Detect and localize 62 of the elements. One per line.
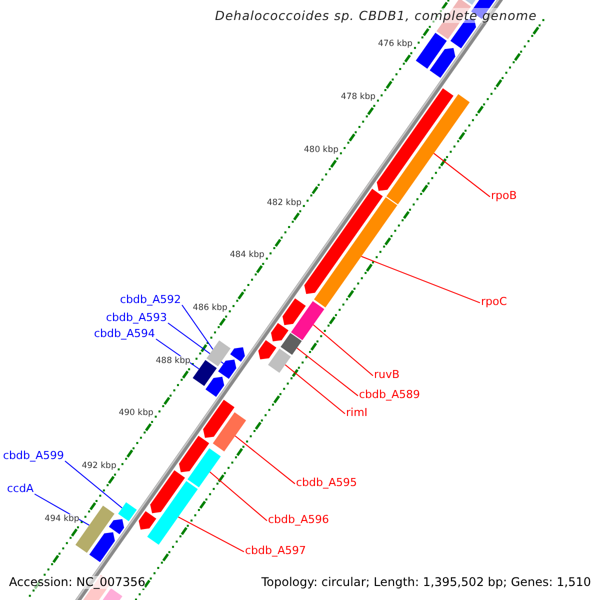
leader-line — [284, 364, 346, 414]
feature-bar — [386, 94, 470, 204]
leader-line — [178, 516, 244, 552]
gene-segment — [138, 511, 156, 530]
diagram-title: Dehalococcoides sp. CBDB1, complete genome — [215, 8, 537, 23]
feature-bar — [291, 301, 324, 340]
leader-line — [360, 256, 480, 304]
gene-label: cbdb_A596 — [268, 513, 330, 526]
scale-label: 494 kbp — [44, 514, 80, 524]
feature-bar — [212, 412, 246, 452]
gene-segment — [430, 48, 456, 78]
gene-label: rpoC — [481, 295, 507, 308]
feature-bar — [268, 348, 291, 373]
gene-segment — [179, 436, 210, 472]
scale-label: 478 kbp — [340, 92, 376, 102]
scale-label: 488 kbp — [156, 356, 190, 366]
gene-segment — [258, 340, 276, 360]
feature-bar — [280, 333, 302, 355]
gene-label: cbdb_A594 — [94, 327, 156, 340]
gene-segment — [218, 360, 236, 379]
scale-label: 480 kbp — [304, 144, 339, 155]
feature-bar — [118, 502, 137, 522]
leader-line — [64, 460, 123, 508]
feature-bar — [147, 481, 198, 545]
scale-label: 482 kbp — [266, 198, 302, 208]
scale-label: 492 kbp — [82, 460, 116, 471]
topology-text: Topology: circular; Length: 1,395,502 bp; Genes: 1,510 — [261, 576, 591, 589]
gene-segment — [150, 470, 185, 514]
gene-segment — [271, 323, 288, 342]
gene-label: cbdb_A595 — [296, 476, 358, 489]
scale-label: 484 kbp — [230, 250, 264, 260]
gene-label: rpoB — [491, 189, 517, 202]
leader-line — [296, 348, 358, 396]
gene-segment — [89, 532, 115, 562]
scale-label: 490 kbp — [118, 408, 154, 418]
feature-bar — [314, 197, 398, 308]
gene-segment — [282, 298, 306, 326]
gene-segment — [206, 376, 224, 397]
gene-label: cbdb_A599 — [3, 449, 64, 462]
feature-bar — [188, 448, 221, 488]
gene-label: cbdb_A597 — [245, 544, 306, 557]
leader-line — [182, 304, 214, 350]
feature-bar — [192, 360, 217, 386]
gene-label: cbdb_A589 — [359, 388, 420, 401]
scale-label: 476 kbp — [378, 39, 413, 50]
leader-line — [209, 471, 268, 522]
leader-line — [34, 494, 90, 526]
gene-label: ruvB — [374, 368, 400, 381]
gene-label: cbdb_A593 — [106, 311, 168, 324]
gene-label: ccdA — [7, 482, 34, 495]
gene-label: cbdb_A592 — [120, 293, 182, 306]
feature-bar — [206, 340, 231, 366]
scale-label: 486 kbp — [192, 302, 228, 313]
gene-segment — [304, 188, 383, 294]
gene-segment — [376, 88, 454, 191]
feature-bar — [416, 32, 447, 69]
gene-label: rimI — [346, 406, 368, 419]
accession-text: Accession: NC_007356 — [9, 576, 146, 589]
gene-segment — [108, 519, 124, 534]
gene-segment — [203, 400, 234, 438]
gene-segment — [230, 347, 245, 362]
leader-line — [234, 435, 296, 484]
